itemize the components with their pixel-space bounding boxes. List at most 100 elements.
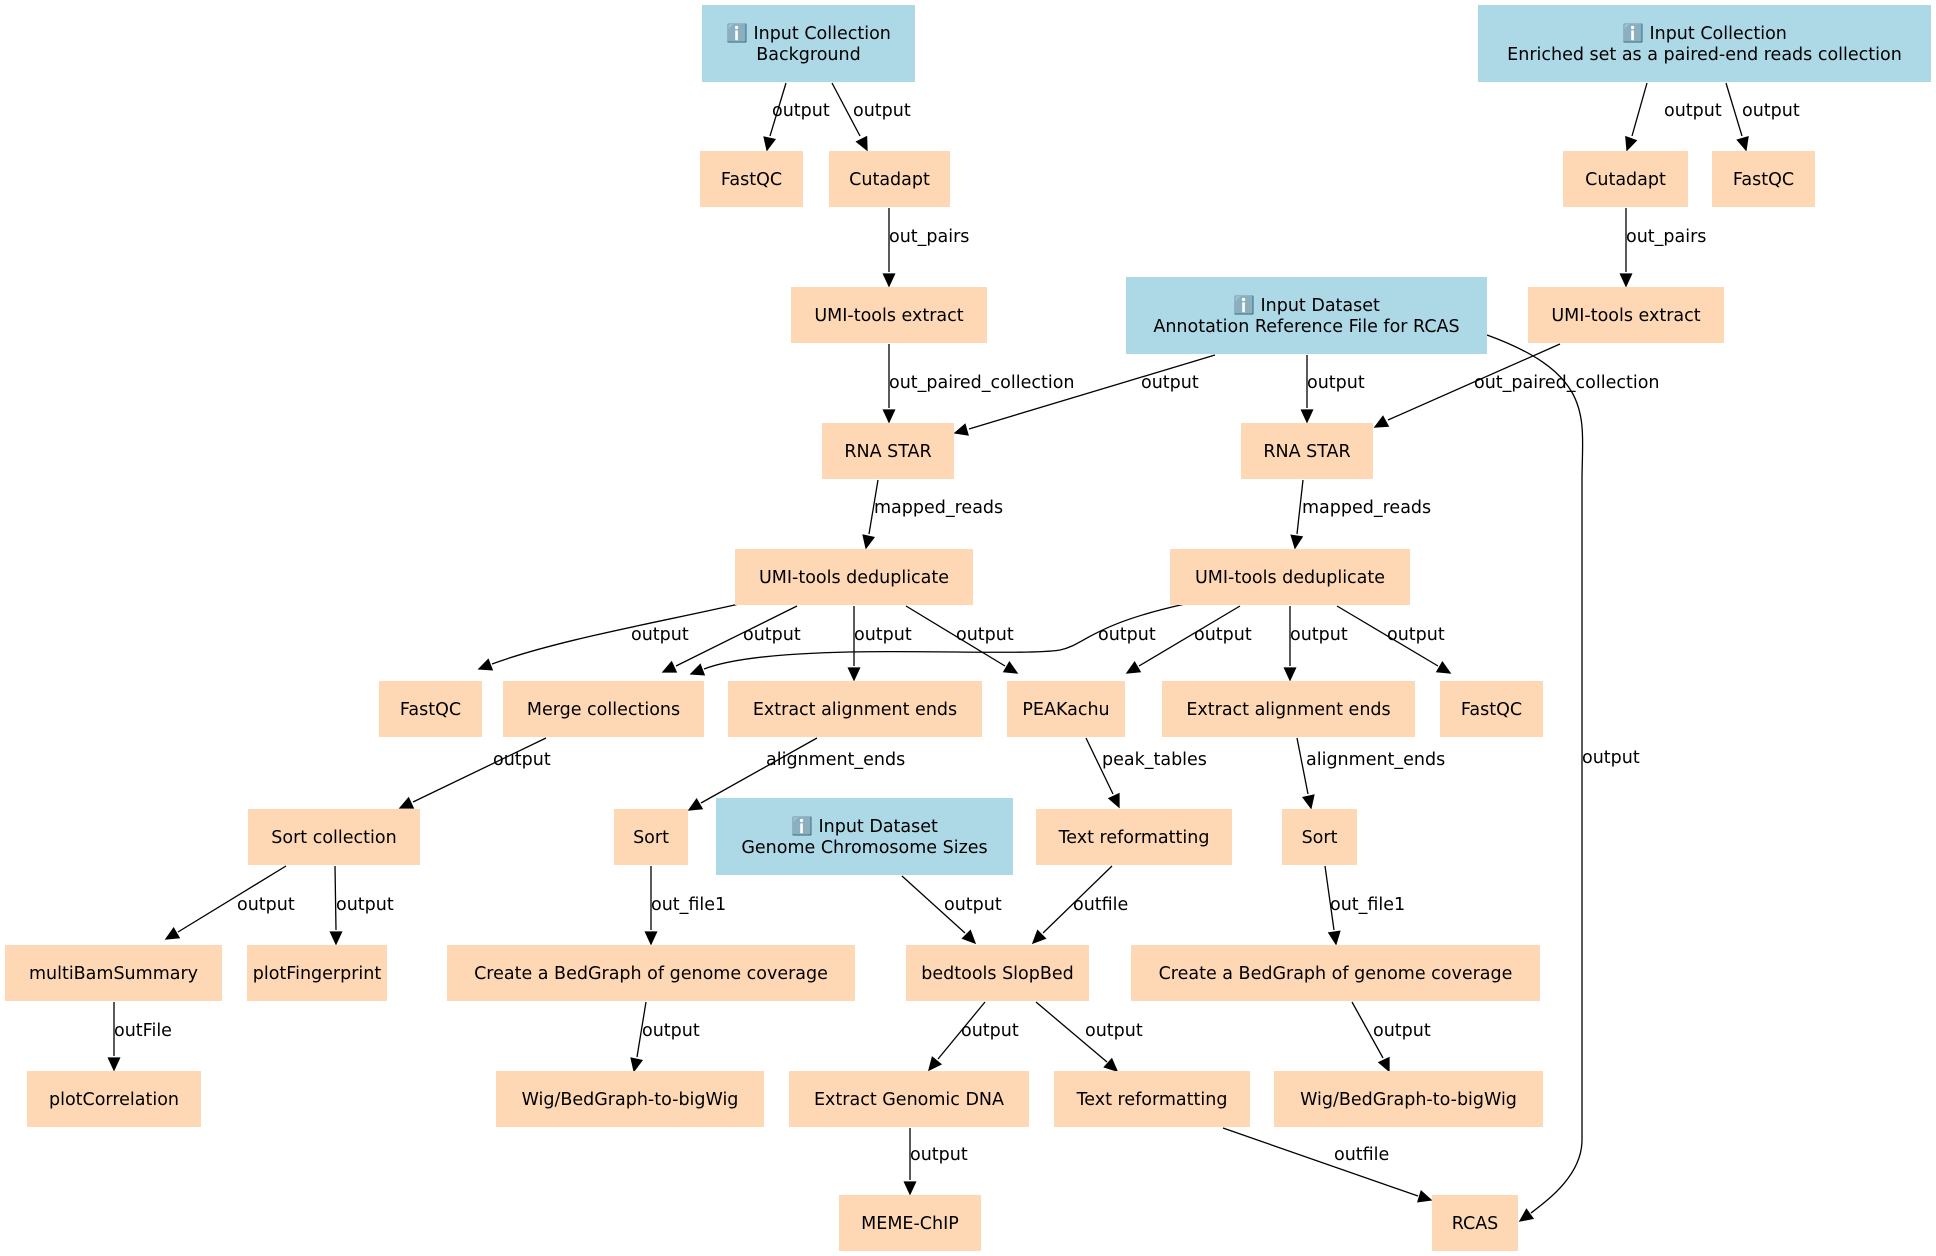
edge-line xyxy=(901,875,966,934)
node-label: Enriched set as a paired-end reads colle… xyxy=(1507,45,1902,65)
edge-in_annotation-to-star_bg: output xyxy=(953,354,1216,436)
node-sortcoll[interactable]: Sort collection xyxy=(248,809,420,865)
edge-arrowhead xyxy=(644,931,658,946)
node-umiext_bg[interactable]: UMI-tools extract xyxy=(791,287,987,343)
tool-node-box[interactable] xyxy=(1170,549,1410,605)
node-cutadapt_bg[interactable]: Cutadapt xyxy=(829,151,950,207)
edge-arrowhead xyxy=(882,273,896,288)
tool-node-box[interactable] xyxy=(906,945,1089,1001)
node-extractdna[interactable]: Extract Genomic DNA xyxy=(789,1071,1029,1127)
node-star_bg[interactable]: RNA STAR xyxy=(822,423,954,479)
edge-line xyxy=(1138,605,1241,667)
node-slopbed[interactable]: bedtools SlopBed xyxy=(906,945,1089,1001)
node-bigwig_en[interactable]: Wig/BedGraph-to-bigWig xyxy=(1274,1071,1543,1127)
node-merge[interactable]: Merge collections xyxy=(503,681,704,737)
node-label: Annotation Reference File for RCAS xyxy=(1153,317,1459,337)
edge-arrowhead xyxy=(1435,661,1452,674)
edge-label: outFile xyxy=(114,1021,172,1041)
tool-node-box[interactable] xyxy=(791,287,987,343)
tool-node-box[interactable] xyxy=(700,151,803,207)
tool-node-box[interactable] xyxy=(789,1071,1029,1127)
node-fastqc_dbg[interactable]: FastQC xyxy=(379,681,482,737)
node-peakachu[interactable]: PEAKachu xyxy=(1007,681,1125,737)
node-bedgraph_bg[interactable]: Create a BedGraph of genome coverage xyxy=(447,945,855,1001)
edge-dedup_bg-to-extract_bg: output xyxy=(847,606,912,682)
node-label: Merge collections xyxy=(527,700,680,720)
tool-node-box[interactable] xyxy=(1712,151,1815,207)
tool-node-box[interactable] xyxy=(27,1071,201,1127)
edge-line xyxy=(675,605,798,667)
node-umiext_en[interactable]: UMI-tools extract xyxy=(1528,287,1724,343)
node-fastqc_en[interactable]: FastQC xyxy=(1712,151,1815,207)
tool-node-box[interactable] xyxy=(829,151,950,207)
edge-sort_bg-to-bedgraph_bg: out_file1 xyxy=(644,866,726,946)
edge-label: output xyxy=(961,1021,1019,1041)
node-sort_bg[interactable]: Sort xyxy=(614,809,688,865)
edge-line xyxy=(1725,82,1743,137)
node-label: RNA STAR xyxy=(1263,442,1350,462)
tool-node-box[interactable] xyxy=(1007,681,1125,737)
tool-node-box[interactable] xyxy=(839,1195,981,1251)
input-node-box[interactable] xyxy=(1126,277,1487,354)
tool-node-box[interactable] xyxy=(1432,1195,1518,1251)
node-fastqc_bg[interactable]: FastQC xyxy=(700,151,803,207)
node-extract_en[interactable]: Extract alignment ends xyxy=(1162,681,1415,737)
node-fastqc_den[interactable]: FastQC xyxy=(1440,681,1543,737)
tool-node-box[interactable] xyxy=(1282,809,1357,865)
tool-node-box[interactable] xyxy=(447,945,855,1001)
tool-node-box[interactable] xyxy=(1440,681,1543,737)
edge-in_background-to-fastqc_bg: output xyxy=(763,82,830,152)
node-cutadapt_en[interactable]: Cutadapt xyxy=(1563,151,1688,207)
tool-node-box[interactable] xyxy=(1054,1071,1250,1127)
tool-node-box[interactable] xyxy=(614,809,688,865)
node-star_en[interactable]: RNA STAR xyxy=(1241,423,1373,479)
edge-label: out_pairs xyxy=(889,227,969,247)
tool-node-box[interactable] xyxy=(496,1071,764,1127)
edge-arrowhead xyxy=(329,931,343,946)
tool-node-box[interactable] xyxy=(379,681,482,737)
edge-star_en-to-dedup_en: mapped_reads xyxy=(1290,479,1431,550)
tool-node-box[interactable] xyxy=(1241,423,1373,479)
input-node-box[interactable] xyxy=(1478,5,1931,82)
edge-label: output xyxy=(1307,373,1365,393)
node-extract_bg[interactable]: Extract alignment ends xyxy=(728,681,982,737)
node-bigwig_bg[interactable]: Wig/BedGraph-to-bigWig xyxy=(496,1071,764,1127)
tool-node-box[interactable] xyxy=(5,945,222,1001)
tool-node-box[interactable] xyxy=(1131,945,1540,1001)
edge-label: output xyxy=(1742,101,1800,121)
tool-node-box[interactable] xyxy=(248,809,420,865)
edge-cutadapt_en-to-umiext_en: out_pairs xyxy=(1619,208,1706,288)
tool-node-box[interactable] xyxy=(728,681,982,737)
node-type-label: ℹ️ Input Collection xyxy=(726,23,891,44)
node-sort_en[interactable]: Sort xyxy=(1282,809,1357,865)
input-node-box[interactable] xyxy=(716,798,1013,875)
tool-node-box[interactable] xyxy=(1528,287,1724,343)
edge-arrowhead xyxy=(1002,661,1019,674)
edge-line xyxy=(1631,82,1648,137)
node-rcas[interactable]: RCAS xyxy=(1432,1195,1518,1251)
edge-arrowhead xyxy=(1283,667,1297,682)
node-textref1[interactable]: Text reformatting xyxy=(1036,809,1232,865)
tool-node-box[interactable] xyxy=(735,549,973,605)
tool-node-box[interactable] xyxy=(503,681,704,737)
tool-node-box[interactable] xyxy=(1563,151,1688,207)
input-node-box[interactable] xyxy=(702,5,915,82)
tool-node-box[interactable] xyxy=(1162,681,1415,737)
tool-node-box[interactable] xyxy=(247,945,387,1001)
node-dedup_en[interactable]: UMI-tools deduplicate xyxy=(1170,549,1410,605)
node-multibam[interactable]: multiBamSummary xyxy=(5,945,222,1001)
node-plotcorr[interactable]: plotCorrelation xyxy=(27,1071,201,1127)
tool-node-box[interactable] xyxy=(1036,809,1232,865)
edge-bedgraph_en-to-bigwig_en: output xyxy=(1351,1001,1431,1073)
node-bedgraph_en[interactable]: Create a BedGraph of genome coverage xyxy=(1131,945,1540,1001)
node-fingerprint[interactable]: plotFingerprint xyxy=(247,945,387,1001)
node-memechip[interactable]: MEME-ChIP xyxy=(839,1195,981,1251)
node-dedup_bg[interactable]: UMI-tools deduplicate xyxy=(735,549,973,605)
node-textref2[interactable]: Text reformatting xyxy=(1054,1071,1250,1127)
tool-node-box[interactable] xyxy=(1274,1071,1543,1127)
tool-node-box[interactable] xyxy=(822,423,954,479)
